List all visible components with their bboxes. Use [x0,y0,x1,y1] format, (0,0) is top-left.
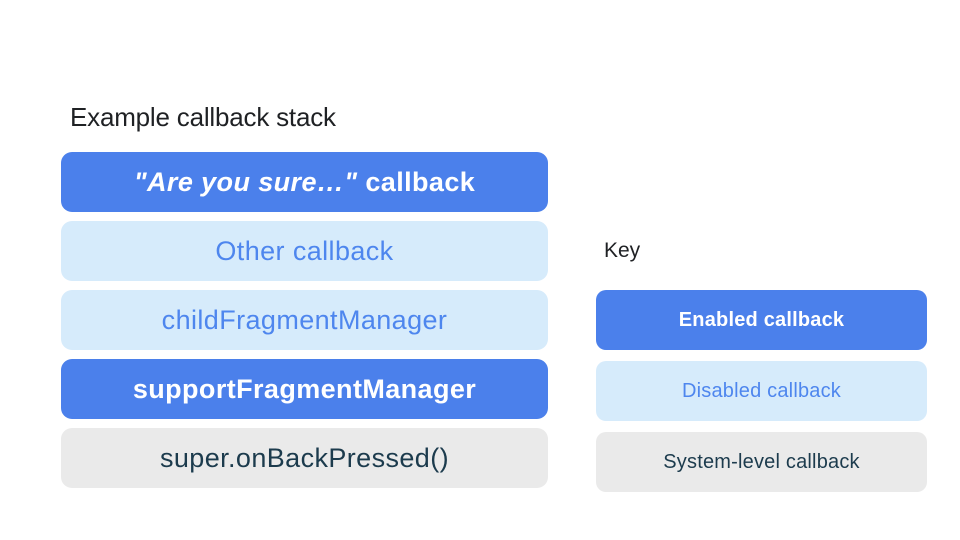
stack-item-support-fragment-manager: supportFragmentManager [61,359,548,419]
key-item-enabled-callback: Enabled callback [596,290,927,350]
stack-title: Example callback stack [70,102,336,132]
key-item-system-level-callback: System-level callback [596,432,927,492]
stack-item-child-fragment-manager: childFragmentManager [61,290,548,350]
stack-item-super-on-back-pressed: super.onBackPressed() [61,428,548,488]
key-item-disabled-callback: Disabled callback [596,361,927,421]
stack-item-quoted-text: "Are you sure…" [133,166,358,197]
key-title: Key [604,239,641,262]
stack-item-are-you-sure-callback: "Are you sure…" callback [61,152,548,212]
stack-item-other-callback: Other callback [61,221,548,281]
stack-item-suffix-text: callback [357,166,476,197]
